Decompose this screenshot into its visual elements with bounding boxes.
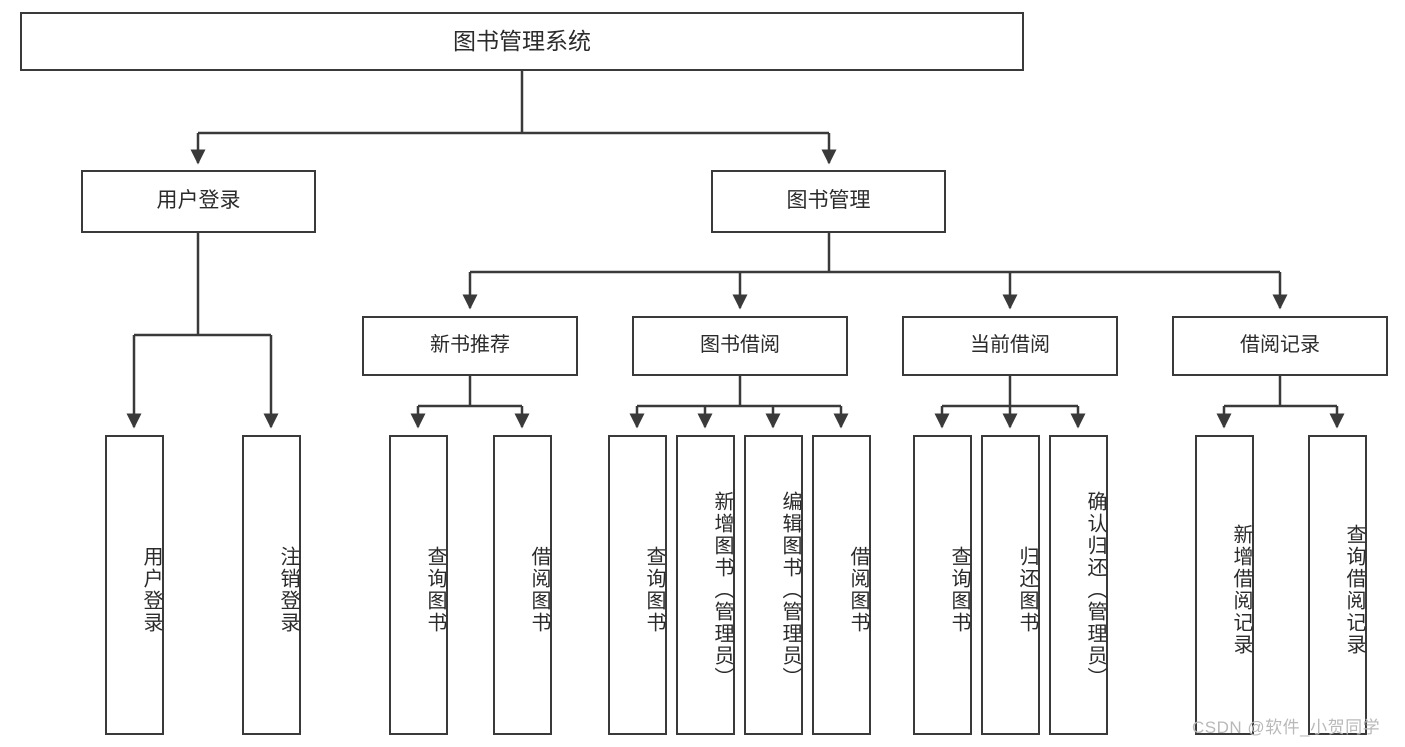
node-label: 图书管理 [786,189,871,213]
leaf-borrow-add-book-admin[interactable]: 新增图书（管理员） [676,435,735,735]
leaf-records-query-record[interactable]: 查询借阅记录 [1308,435,1367,735]
leaf-borrow-edit-book-admin[interactable]: 编辑图书（管理员） [744,435,803,735]
node-label: 编辑图书（管理员） [779,491,801,689]
node-label: 图书借阅 [700,334,780,357]
node-label: 新增借阅记录 [1230,524,1252,656]
leaf-recommend-borrow-book[interactable]: 借阅图书 [493,435,552,735]
node-current-borrow[interactable]: 当前借阅 [902,316,1118,376]
leaf-current-confirm-return-admin[interactable]: 确认归还（管理员） [1049,435,1108,735]
node-user-login[interactable]: 用户登录 [81,170,316,233]
node-borrow-records[interactable]: 借阅记录 [1172,316,1388,376]
node-new-book-recommend[interactable]: 新书推荐 [362,316,578,376]
node-root-book-management-system[interactable]: 图书管理系统 [20,12,1024,71]
leaf-current-query-book[interactable]: 查询图书 [913,435,972,735]
node-label: 查询借阅记录 [1343,524,1365,656]
leaf-borrow-borrow-book[interactable]: 借阅图书 [812,435,871,735]
leaf-borrow-query-book[interactable]: 查询图书 [608,435,667,735]
node-label: 注销登录 [277,546,299,634]
node-label: 当前借阅 [970,334,1050,357]
node-label: 图书管理系统 [453,27,591,54]
node-label: 查询图书 [643,546,665,634]
leaf-logout[interactable]: 注销登录 [242,435,301,735]
leaf-current-return-book[interactable]: 归还图书 [981,435,1040,735]
csdn-watermark: CSDN @软件_小贺同学 [1192,718,1381,737]
node-label: 借阅记录 [1240,334,1320,357]
node-label: 查询图书 [424,546,446,634]
node-label: 归还图书 [1016,546,1038,634]
leaf-recommend-query-book[interactable]: 查询图书 [389,435,448,735]
leaf-records-add-record[interactable]: 新增借阅记录 [1195,435,1254,735]
node-label: 查询图书 [948,546,970,634]
node-book-management[interactable]: 图书管理 [711,170,946,233]
node-label: 确认归还（管理员） [1084,491,1106,689]
node-label: 借阅图书 [847,546,869,634]
node-label: 用户登录 [140,546,162,634]
node-label: 借阅图书 [528,546,550,634]
node-label: 用户登录 [156,189,241,213]
node-label: 新书推荐 [430,334,510,357]
node-label: 新增图书（管理员） [711,491,733,689]
leaf-user-login[interactable]: 用户登录 [105,435,164,735]
node-book-borrow[interactable]: 图书借阅 [632,316,848,376]
